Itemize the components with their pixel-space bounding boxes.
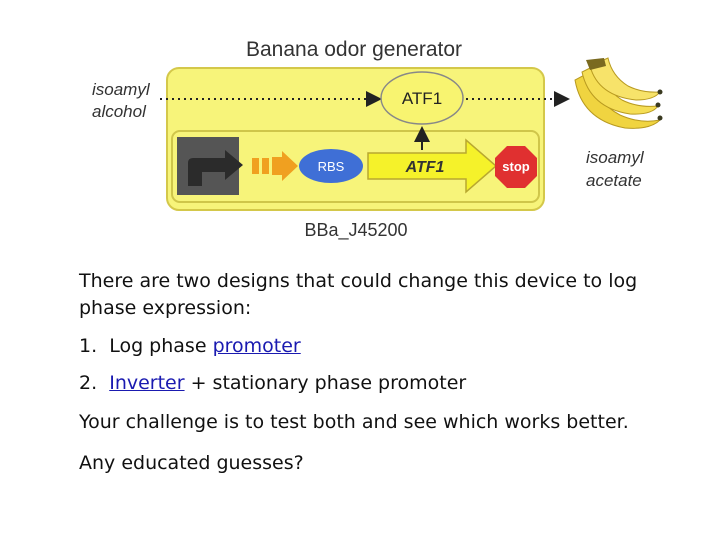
- challenge-text: Your challenge is to test both and see w…: [79, 411, 629, 433]
- promoter-link[interactable]: promoter: [212, 335, 301, 357]
- banana-image: [574, 57, 663, 129]
- list-item-2-text: + stationary phase promoter: [184, 372, 467, 394]
- diagram-title: Banana odor generator: [246, 38, 462, 61]
- output-label-line1: isoamyl: [586, 148, 645, 167]
- question-text: Any educated guesses?: [79, 452, 304, 474]
- banana-odor-diagram: Banana odor generator isoamyl alcohol AT…: [92, 38, 663, 241]
- inverter-link[interactable]: Inverter: [109, 372, 185, 394]
- intro-line-1: There are two designs that could change …: [79, 270, 638, 292]
- intro-text: There are two designs that could change …: [79, 268, 637, 322]
- operator-arrow: [272, 151, 298, 181]
- input-label-line2: alcohol: [92, 102, 147, 121]
- list-item-2-number: 2.: [79, 372, 110, 394]
- intro-line-2: phase expression:: [79, 297, 252, 319]
- output-label-line2: acetate: [586, 171, 642, 190]
- stop-label: stop: [502, 159, 530, 174]
- rbs-label: RBS: [318, 159, 345, 174]
- operator-block-2: [262, 158, 269, 174]
- input-label-line1: isoamyl: [92, 80, 151, 99]
- output-label: isoamyl acetate: [586, 148, 648, 190]
- stop-octagon: [495, 146, 537, 188]
- list-item-1-text: 1. Log phase: [79, 335, 213, 357]
- part-id: BBa_J45200: [304, 220, 407, 241]
- input-label: isoamyl alcohol: [92, 80, 154, 121]
- enzyme-ellipse: [380, 71, 464, 125]
- gene-arrow: [367, 138, 498, 194]
- list-item-1: 1. Log phase promoter: [79, 333, 301, 360]
- operator-block-1: [252, 158, 259, 174]
- enzyme-label: ATF1: [402, 89, 442, 108]
- promoter-icon: [188, 150, 243, 186]
- list-item-2: 2. Inverter + stationary phase promoter: [79, 370, 466, 397]
- gene-label: ATF1: [405, 159, 445, 176]
- rbs-ellipse: [299, 149, 363, 183]
